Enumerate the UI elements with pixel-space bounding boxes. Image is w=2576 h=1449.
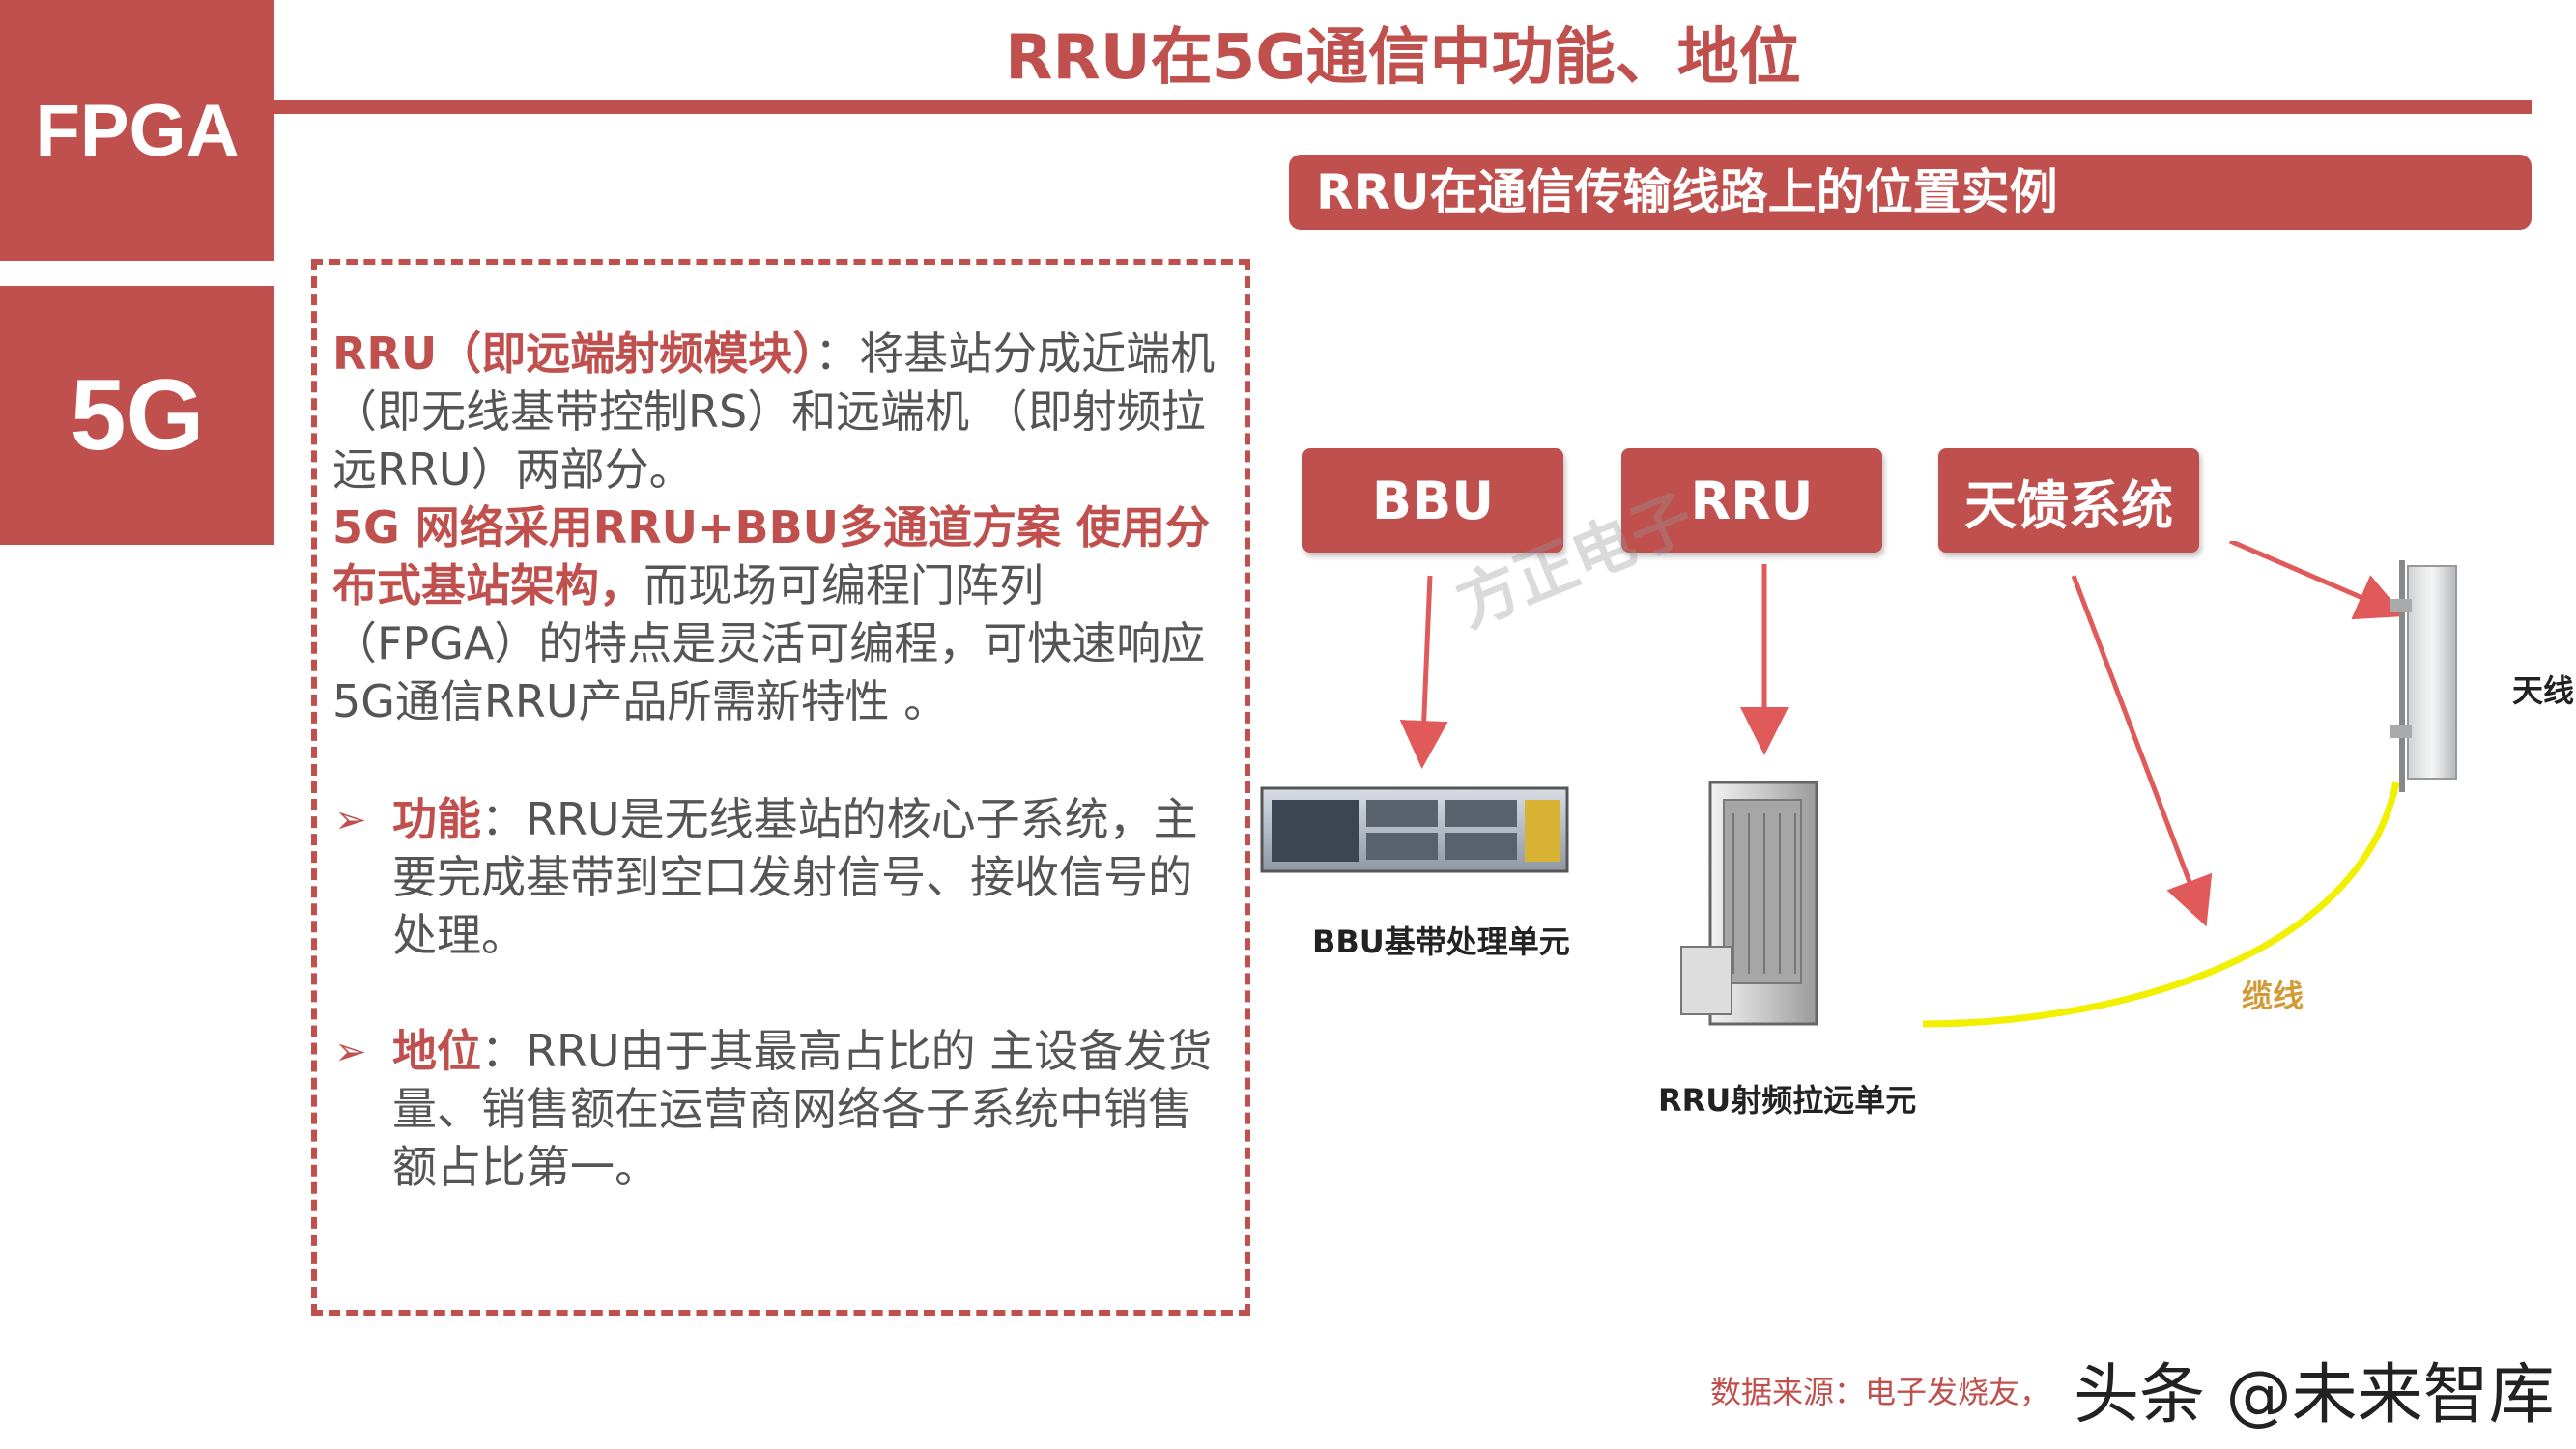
intro-term-5g: 5G 网络采用RRU+BBU多通道方案 使用分布式基站架构， [332, 501, 1211, 611]
bbu-unit-label: BBU基带处理单元 [1312, 923, 1570, 960]
arrow-to-antenna [2229, 541, 2406, 620]
intro-paragraph-2: 5G 网络采用RRU+BBU多通道方案 使用分布式基站架构，而现场可编程门阵列（… [332, 498, 1221, 730]
cable-line [1922, 781, 2400, 1028]
fpga-tag: FPGA [0, 0, 274, 261]
text-panel [311, 259, 1250, 1316]
page-title: RRU在5G通信中功能、地位 [1005, 22, 1801, 94]
intro-paragraph-1: RRU（即远端射频模块）：将基站分成近端机（即无线基带控制RS）和远端机 （即射… [332, 325, 1221, 498]
bbu-unit-image [1260, 786, 1569, 873]
brand-watermark: 头条 @未来智库 [2074, 1357, 2555, 1434]
rru-unit-label: RRU射频拉远单元 [1658, 1082, 1917, 1119]
bullet-function-text: ：RRU是无线基站的核心子系统，主要完成基带到空口发射信号、接收信号的处理。 [392, 793, 1198, 961]
diagram-title: RRU在通信传输线路上的位置实例 [1289, 155, 2532, 230]
diagram-graphics [1260, 541, 2457, 1028]
antenna-system-box: 天馈系统 [1938, 448, 2199, 553]
antenna-label: 天线 [2512, 672, 2575, 709]
arrow-to-cable [2071, 575, 2213, 927]
bullet-status: 地位：RRU由于其最高占比的 主设备发货量、销售额在运营商网络各子系统中销售额占… [392, 1022, 1223, 1196]
intro-text-2: 而现场可编程门阵列（FPGA）的特点是灵活可编程，可快速响应5G通信RRU产品所… [332, 559, 1206, 727]
rru-unit-image [1680, 781, 1818, 1026]
bbu-box: BBU [1302, 448, 1563, 553]
intro-term-rru: RRU（即远端射频模块） [332, 327, 816, 380]
source-note: 数据来源：电子发烧友， [1710, 1374, 2051, 1410]
bullet-arrow-icon: ➢ [334, 798, 367, 842]
bullet-function: 功能：RRU是无线基站的核心子系统，主要完成基带到空口发射信号、接收信号的处理。 [392, 790, 1223, 964]
rru-box: RRU [1621, 448, 1882, 553]
bullet-arrow-icon: ➢ [334, 1030, 367, 1074]
arrow-bbu-down [1399, 575, 1448, 769]
bullet-status-text: ：RRU由于其最高占比的 主设备发货量、销售额在运营商网络各子系统中销售额占比第… [392, 1025, 1213, 1193]
antenna-image [2390, 560, 2457, 792]
bullet-function-label: 功能 [392, 793, 481, 845]
intro-text-1: ：将基站分成近端机（即无线基带控制RS）和远端机 （即射频拉远RRU）两部分。 [332, 327, 1216, 496]
cable-label: 缆线 [2242, 978, 2304, 1014]
title-divider [274, 100, 2532, 114]
bullet-status-label: 地位 [392, 1025, 481, 1077]
5g-tag: 5G [0, 286, 274, 545]
